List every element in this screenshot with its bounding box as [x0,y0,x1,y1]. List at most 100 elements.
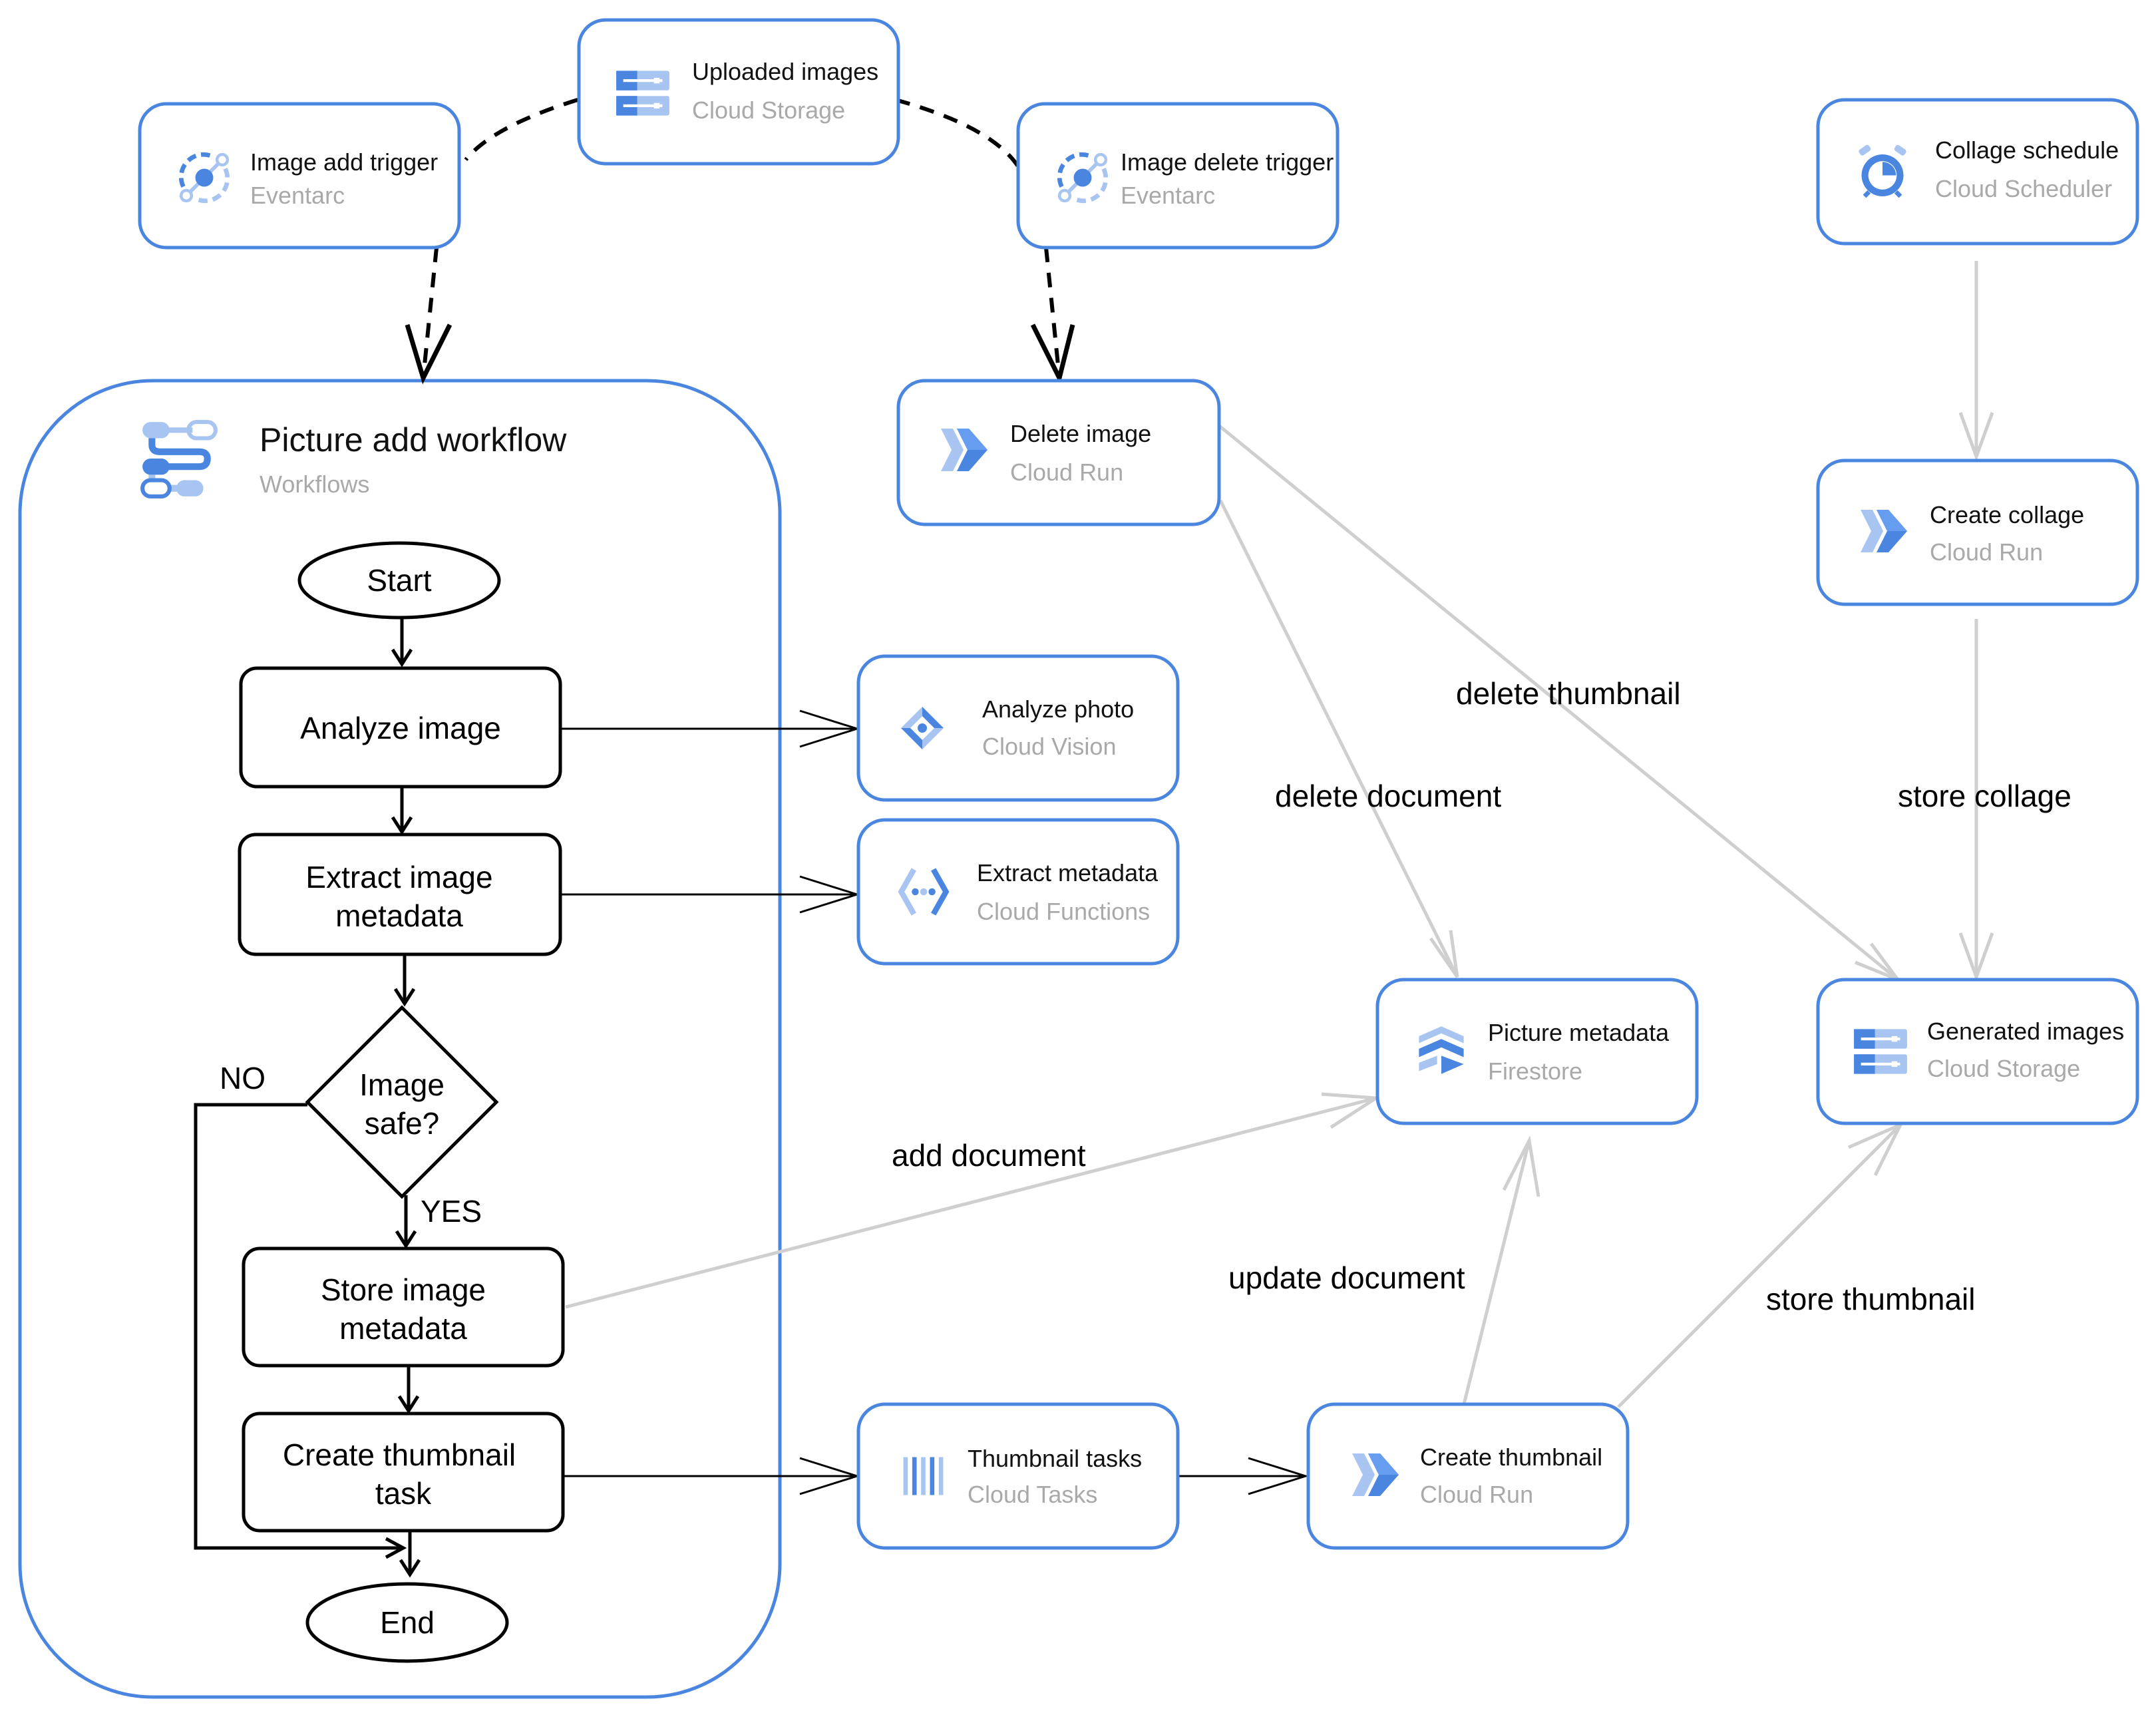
label-update-document: update document [1228,1260,1465,1295]
arrowhead-update-document [1502,1135,1540,1197]
card-picture-metadata: Picture metadata Firestore [1375,978,1699,1125]
card-extract-metadata: Extract metadata Cloud Functions [856,818,1180,966]
card-image-delete-trigger: Image delete trigger Eventarc [1016,102,1340,250]
flow-arrowhead [395,1230,417,1249]
label-delete-thumbnail: delete thumbnail [1456,676,1681,711]
card-generated-images: Generated images Cloud Storage [1816,978,2139,1125]
card-title: Uploaded images [692,58,878,85]
card-create-collage: Create collage Cloud Run [1816,459,2139,606]
card-title: Analyze photo [982,695,1134,723]
analyze-image-step [239,666,562,789]
arrowhead-store-collage [1958,932,1994,982]
card-title: Picture metadata [1488,1019,1670,1046]
workflow-title: Picture add workflow [260,421,567,459]
flow-arrowhead [385,1537,407,1559]
card-uploaded-images: Uploaded images Cloud Storage [577,18,900,166]
card-border [1816,459,2139,606]
card-border [138,102,461,250]
card-subtitle: Eventarc [1121,182,1215,209]
extract-label-line2: metadata [335,898,463,933]
thumb-label-line1: Create thumbnail [283,1437,516,1472]
card-title: Thumbnail tasks [968,1445,1142,1472]
card-subtitle: Cloud Run [1010,459,1123,486]
end-node [305,1582,509,1663]
dashed-edges [405,98,1075,385]
card-border [856,1402,1180,1550]
start-node [297,541,501,620]
card-border [577,18,900,166]
extract-metadata-step [238,833,562,956]
edge-add-document [565,1096,1377,1309]
card-subtitle: Cloud Tasks [968,1481,1097,1508]
edge-delete-document [1218,499,1459,978]
card-subtitle: Cloud Run [1420,1481,1533,1508]
label-delete-document: delete document [1275,779,1501,813]
arrowhead-create-collage [1958,412,1994,462]
edge-storage-to-delete-trigger [895,98,1020,168]
card-subtitle: Cloud Vision [982,733,1116,760]
flow-arrowhead [391,648,413,668]
end-label: End [380,1605,435,1640]
card-border [1375,978,1699,1125]
flow-arrowhead [391,816,413,835]
card-create-thumbnail: Create thumbnail Cloud Run [1306,1402,1630,1550]
label-add-document: add document [892,1138,1086,1173]
card-title: Delete image [1010,420,1151,447]
card-collage-schedule: Collage schedule Cloud Scheduler [1816,98,2139,246]
edge-storage-to-add-trigger [464,98,578,161]
image-safe-decision [305,1005,499,1199]
edge-update-document [1462,1140,1531,1405]
card-border [896,379,1221,526]
arrowhead-create-thumbnail [1248,1457,1310,1495]
card-title: Create thumbnail [1420,1443,1602,1471]
extract-label-line1: Extract image [305,860,492,894]
card-subtitle: Cloud Functions [977,898,1150,925]
flow-no-branch [194,1103,402,1550]
store-metadata-step [242,1246,565,1368]
arrowhead-workflow [405,323,452,385]
card-border [856,654,1180,802]
store-label-line1: Store image [321,1272,486,1307]
flowchart: Start Analyze image Extract image metada… [194,541,565,1663]
card-border [1016,102,1340,250]
workflow-subtitle: Workflows [260,471,369,498]
card-title: Extract metadata [977,859,1159,886]
card-title: Create collage [1930,501,2084,528]
card-title: Generated images [1927,1018,2124,1045]
card-title: Collage schedule [1935,136,2119,164]
edge-add-trigger-to-workflow [421,247,439,379]
flow-arrowhead [397,1395,420,1414]
card-border [1816,98,2139,246]
thumb-label-line2: task [375,1476,432,1511]
decision-label-line2: safe? [365,1106,440,1141]
card-title: Image delete trigger [1121,148,1334,176]
card-analyze-photo: Analyze photo Cloud Vision [856,654,1180,802]
edge-labels: delete thumbnail delete document store c… [892,676,2071,1316]
card-subtitle: Firestore [1488,1057,1582,1085]
label-store-collage: store collage [1898,779,2071,813]
card-subtitle: Cloud Run [1930,538,2043,566]
card-subtitle: Cloud Storage [1927,1055,2080,1082]
card-subtitle: Eventarc [250,182,345,209]
card-subtitle: Cloud Storage [692,96,845,124]
card-border [1306,1402,1630,1550]
decision-label-line1: Image [359,1067,445,1102]
card-delete-image: Delete image Cloud Run [896,379,1221,526]
edge-delete-trigger-to-delete-image [1044,247,1061,379]
create-thumbnail-task-step [242,1412,565,1533]
card-subtitle: Cloud Scheduler [1935,175,2112,202]
card-border [856,818,1180,966]
flow-arrowhead [393,988,416,1007]
store-label-line2: metadata [339,1311,467,1346]
edge-store-thumbnail [1617,1123,1902,1408]
grey-edges [565,261,1994,1408]
flow-arrowhead [399,1559,421,1578]
card-image-add-trigger: Image add trigger Eventarc [138,102,461,250]
no-label: NO [220,1061,266,1095]
start-label: Start [367,563,431,598]
edge-delete-thumbnail [1216,423,1899,981]
analyze-image-label: Analyze image [300,711,501,745]
label-store-thumbnail: store thumbnail [1766,1282,1976,1316]
card-thumbnail-tasks: Thumbnail tasks Cloud Tasks [856,1402,1180,1550]
